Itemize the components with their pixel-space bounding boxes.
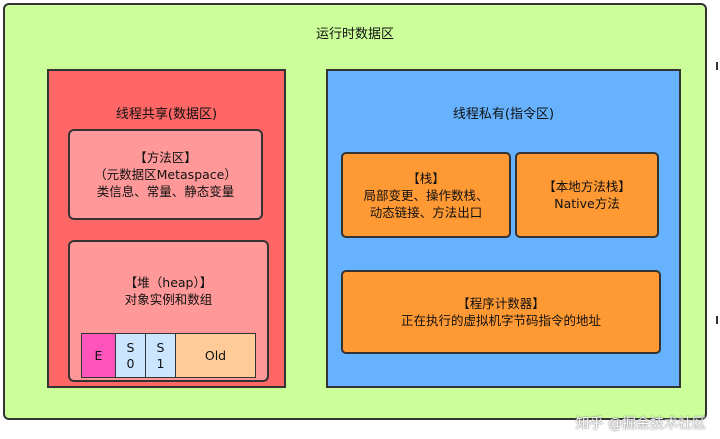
native-stack-contents: Native方法	[554, 196, 620, 211]
heap-survivor0-cell: S 0	[115, 333, 146, 378]
heap-survivor1-cell: S 1	[145, 333, 176, 378]
runtime-data-area-title: 运行时数据区	[315, 27, 394, 42]
heap-eden-cell: E	[81, 333, 116, 378]
edge-tick-bottom	[716, 316, 718, 324]
method-area-heading: 【方法区】	[134, 150, 197, 165]
program-counter-box: 【程序计数器】 正在执行的虚拟机字节码指令的地址	[341, 270, 661, 354]
program-counter-heading: 【程序计数器】	[457, 296, 545, 311]
native-stack-heading: 【本地方法栈】	[543, 179, 631, 194]
survivor0-label-bottom: 0	[126, 355, 135, 371]
watermark-text: 知乎 @掘金技术社区	[575, 416, 706, 432]
old-label: Old	[204, 347, 227, 363]
survivor0-label-top: S	[126, 339, 135, 355]
stack-box: 【栈】 局部变更、操作数栈、 动态链接、方法出口	[341, 152, 511, 238]
survivor1-label-bottom: 1	[156, 355, 165, 371]
eden-label: E	[94, 347, 103, 363]
stack-contents-2: 动态链接、方法出口	[369, 204, 483, 220]
heap-contents: 对象实例和数组	[124, 292, 213, 307]
method-area-box: 【方法区】 （元数据区Metaspace） 类信息、常量、静态变量	[68, 129, 263, 220]
program-counter-contents: 正在执行的虚拟机字节码指令的地址	[400, 313, 601, 328]
edge-tick-top	[716, 62, 718, 70]
thread-private-title: 线程私有(指令区)	[452, 107, 555, 122]
native-method-stack-box: 【本地方法栈】 Native方法	[515, 152, 659, 238]
method-area-contents: 类信息、常量、静态变量	[96, 184, 235, 199]
stack-heading: 【栈】	[407, 170, 445, 186]
heap-old-cell: Old	[175, 333, 256, 378]
heap-label: 【堆（heap）】 对象实例和数组	[68, 271, 269, 311]
heap-heading: 【堆（heap）】	[124, 275, 213, 290]
survivor1-label-top: S	[156, 339, 165, 355]
thread-shared-title: 线程共享(数据区)	[115, 107, 218, 122]
stack-contents-1: 局部变更、操作数栈、	[363, 187, 489, 203]
method-area-metaspace: （元数据区Metaspace）	[94, 167, 237, 182]
